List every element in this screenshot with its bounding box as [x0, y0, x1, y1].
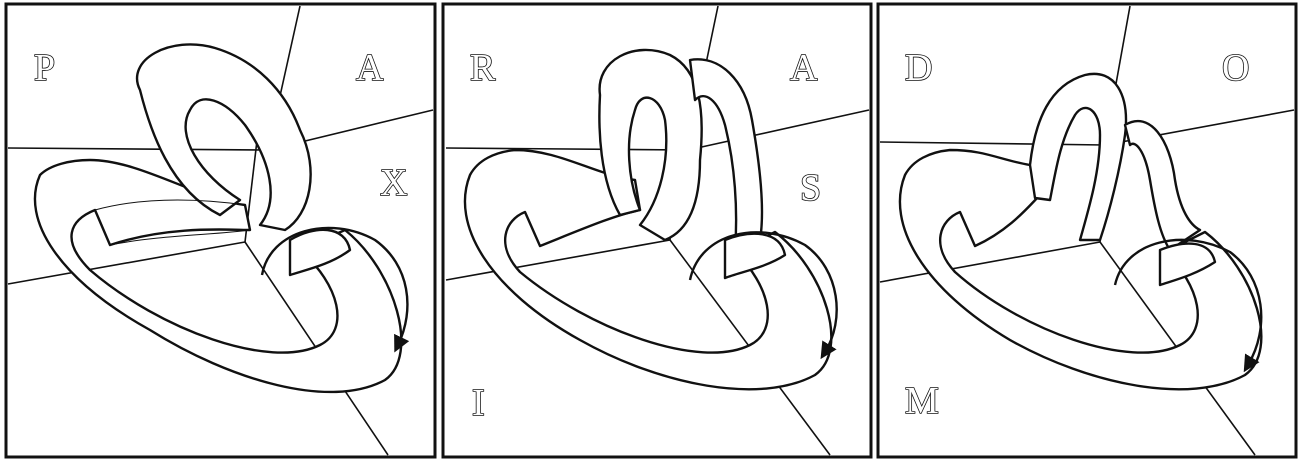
- label-top-right: O: [1222, 47, 1249, 89]
- label-top-right: A: [790, 47, 818, 89]
- panel-1: P A X: [6, 4, 435, 457]
- label-bottom-left: I: [472, 382, 485, 424]
- panel-3: D O M: [878, 4, 1296, 457]
- heart-model: [465, 50, 831, 389]
- label-top-left: P: [34, 47, 55, 89]
- label-mid-right: X: [380, 162, 407, 204]
- label-top-left: R: [470, 47, 496, 89]
- heart-model: [900, 74, 1261, 389]
- label-bottom-left: M: [905, 380, 939, 422]
- label-mid-right: S: [800, 167, 821, 209]
- label-top-left: D: [905, 47, 932, 89]
- label-top-right: A: [356, 47, 384, 89]
- heart-model: [35, 44, 401, 391]
- panel-2: R A S I: [443, 4, 871, 457]
